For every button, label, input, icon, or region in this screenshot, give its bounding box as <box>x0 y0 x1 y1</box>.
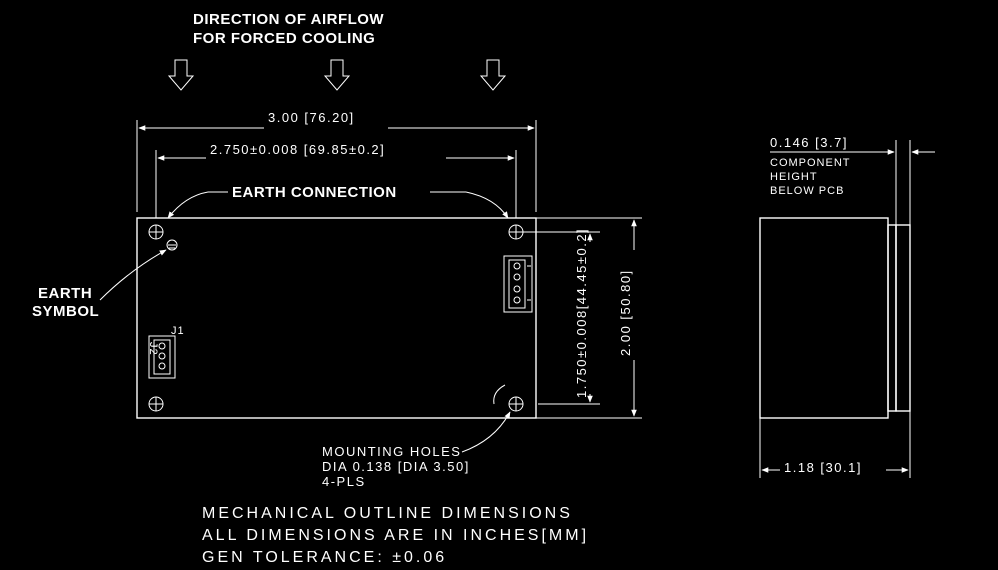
earth-connection-leaders <box>167 191 509 219</box>
connector-j2 <box>148 335 176 379</box>
mounting-holes-leader <box>461 411 511 453</box>
dim-hole-width-text: 2.750±0.008 [69.85±0.2] <box>210 142 385 157</box>
dim-overall-width-text: 3.00 [76.20] <box>268 110 355 125</box>
mounting-hole-arc <box>493 384 506 405</box>
earth-symbol-leader <box>99 249 167 301</box>
side-view <box>759 140 935 478</box>
earth-symbol-label-1: EARTH <box>38 285 92 302</box>
mounting-hole-icon <box>508 396 524 412</box>
note-line1: MECHANICAL OUTLINE DIMENSIONS <box>202 505 573 522</box>
mounting-holes-label-1: MOUNTING HOLES <box>322 444 461 459</box>
mounting-hole-icon <box>148 396 164 412</box>
dim-depth-text: 1.18 [30.1] <box>784 460 862 475</box>
note-line3: GEN TOLERANCE: ±0.06 <box>202 549 447 566</box>
airflow-arrow-icon <box>167 59 195 91</box>
connector-j1-label: J1 <box>171 325 185 337</box>
mounting-holes-label-2: DIA 0.138 [DIA 3.50] <box>322 459 470 474</box>
board-outline <box>136 217 537 419</box>
note-line2: ALL DIMENSIONS ARE IN INCHES[MM] <box>202 527 589 544</box>
dim-overall-height <box>536 217 642 419</box>
dim-overall-height-text: 2.00 [50.80] <box>618 269 633 356</box>
component-label-2: HEIGHT <box>770 171 818 183</box>
airflow-arrow-icon <box>479 59 507 91</box>
airflow-arrow-icon <box>323 59 351 91</box>
dim-overall-width <box>136 120 537 212</box>
connector-j2-label: J2 <box>147 342 159 356</box>
dim-hole-height-text: 1.750±0.008[44.45±0.2] <box>574 228 589 398</box>
component-label-1: COMPONENT <box>770 157 851 169</box>
earth-connection-label: EARTH CONNECTION <box>232 184 397 201</box>
dim-thickness-text: 0.146 [3.7] <box>770 135 848 150</box>
airflow-title-line1: DIRECTION OF AIRFLOW <box>193 11 384 28</box>
earth-symbol-label-2: SYMBOL <box>32 303 99 320</box>
connector-right <box>503 255 533 313</box>
dim-hole-height <box>522 231 600 405</box>
airflow-title-line2: FOR FORCED COOLING <box>193 30 375 47</box>
component-label-3: BELOW PCB <box>770 185 844 197</box>
mounting-hole-icon <box>148 224 164 240</box>
mounting-hole-icon <box>508 224 524 240</box>
mounting-holes-label-3: 4-PLS <box>322 474 366 489</box>
dim-hole-width <box>155 150 517 218</box>
earth-symbol-icon <box>166 239 178 251</box>
